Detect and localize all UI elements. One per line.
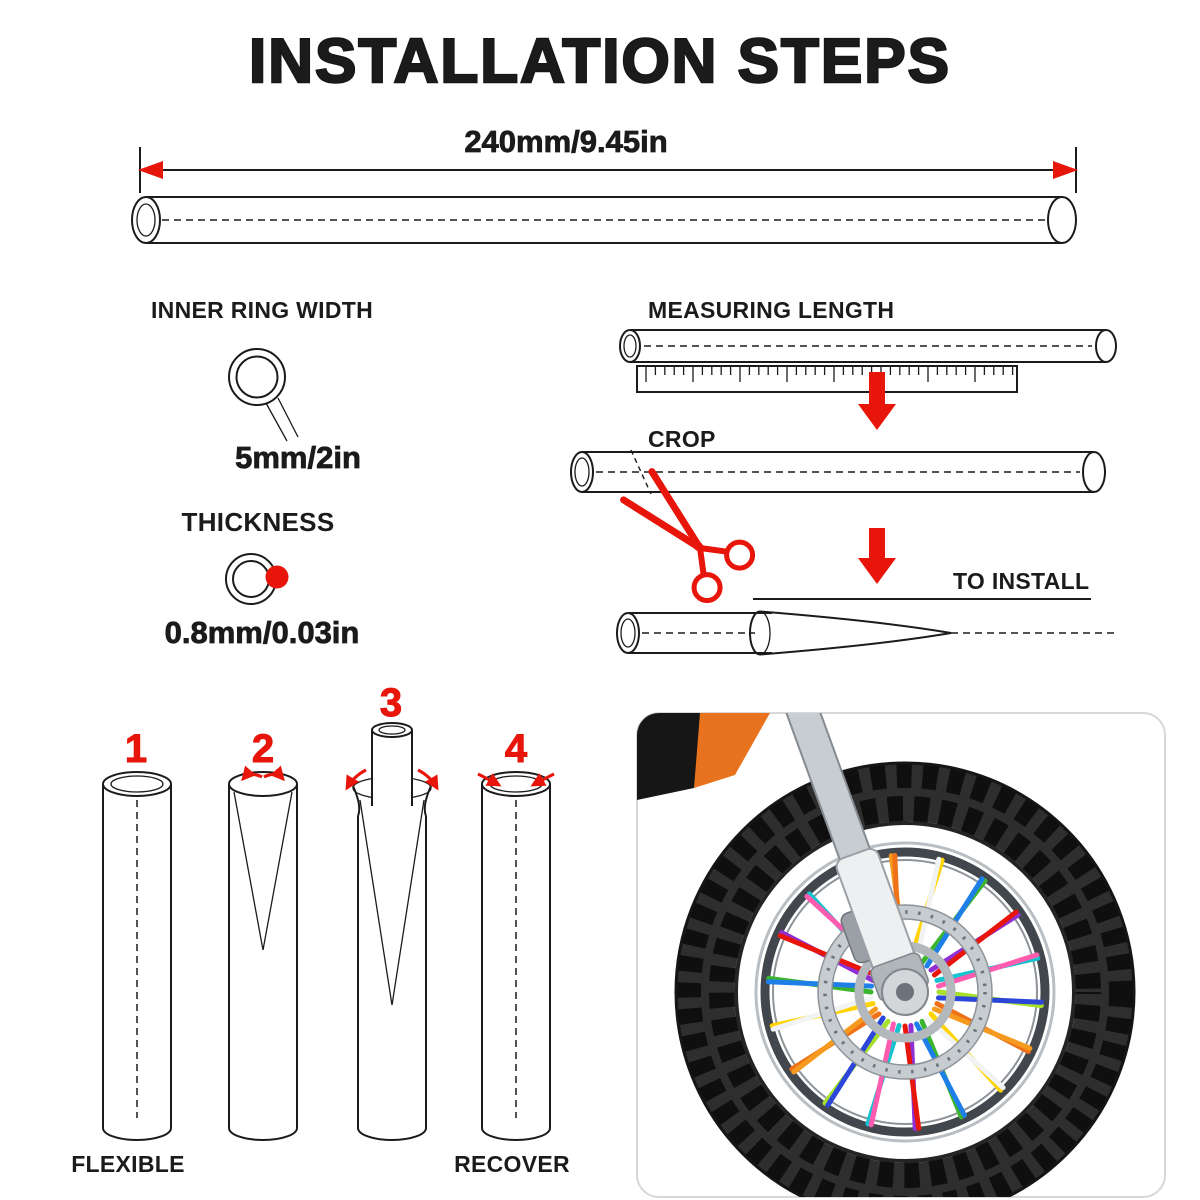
flare-arrow-right-icon [417, 768, 439, 791]
rim-outer [754, 841, 1056, 1143]
ring-leader-lines [265, 397, 299, 442]
tire [676, 763, 1134, 1197]
recover-arrow-left-icon [477, 772, 502, 787]
thickness-label: THICKNESS [182, 507, 335, 537]
recover-arrow-right-icon [530, 772, 555, 787]
stretch-arrow-right-icon [263, 765, 285, 782]
product-photo [636, 712, 1166, 1198]
scissors-icon [620, 468, 756, 604]
thickness-figure: THICKNESS 0.8mm/0.03in [164, 507, 360, 650]
inner-ring-value: 5mm/2in [235, 440, 361, 475]
ring-outer-icon [228, 348, 286, 406]
step-4: 4 RECOVER [454, 727, 570, 1178]
page-title: INSTALLATION STEPS [249, 27, 951, 96]
insert-tube [371, 730, 413, 806]
step-2: 2 [228, 727, 298, 1141]
install-label: TO INSTALL [953, 568, 1089, 594]
install-step: TO INSTALL [616, 568, 1118, 656]
step-number: 2 [252, 727, 274, 771]
tire-knobs-inner [709, 796, 1101, 1188]
crop-label: CROP [648, 426, 716, 452]
stretch-v-lines [233, 791, 293, 951]
dimension-label: 240mm/9.45in [464, 124, 667, 159]
wheel-figure [674, 761, 1136, 1197]
crop-step: CROP [570, 426, 1106, 604]
bike-bodywork-orange [694, 713, 770, 788]
inner-ring-figure: INNER RING WIDTH 5mm/2in [151, 297, 373, 475]
step-1: 1 FLEXIBLE [71, 727, 185, 1178]
measuring-label: MEASURING LENGTH [648, 297, 894, 323]
step-caption: FLEXIBLE [71, 1151, 185, 1177]
stretch-v-lines [359, 799, 425, 1006]
stretch-arrow-left-icon [241, 765, 263, 782]
ring-inner-icon [235, 355, 279, 399]
inner-ring-label: INNER RING WIDTH [151, 297, 373, 323]
step-number: 4 [505, 727, 528, 771]
measuring-step: MEASURING LENGTH [619, 297, 1117, 430]
step-caption: RECOVER [454, 1151, 570, 1177]
cut-line [630, 449, 652, 495]
thickness-dot-icon [265, 565, 289, 589]
thickness-value: 0.8mm/0.03in [165, 615, 360, 650]
ruler [636, 365, 1018, 393]
full-tube-figure [131, 196, 1077, 244]
tire-knobs-outer [675, 762, 1135, 1197]
arrow-down-icon [858, 372, 896, 430]
dimension-annotation: 240mm/9.45in [138, 124, 1078, 193]
flare-arrow-left-icon [345, 768, 367, 791]
dimension-arrowhead-left-icon [138, 161, 163, 179]
cone-tip-figure [749, 610, 952, 656]
axle [896, 983, 914, 1001]
arrow-down-icon [858, 528, 896, 584]
ruler-ticks [645, 367, 1014, 382]
step-3: 3 [345, 681, 439, 1141]
rim [760, 847, 1050, 1137]
dimension-arrowhead-right-icon [1053, 161, 1078, 179]
step-number: 1 [125, 727, 147, 771]
step-number: 3 [380, 681, 402, 725]
thickness-ring-inner-icon [232, 560, 270, 598]
